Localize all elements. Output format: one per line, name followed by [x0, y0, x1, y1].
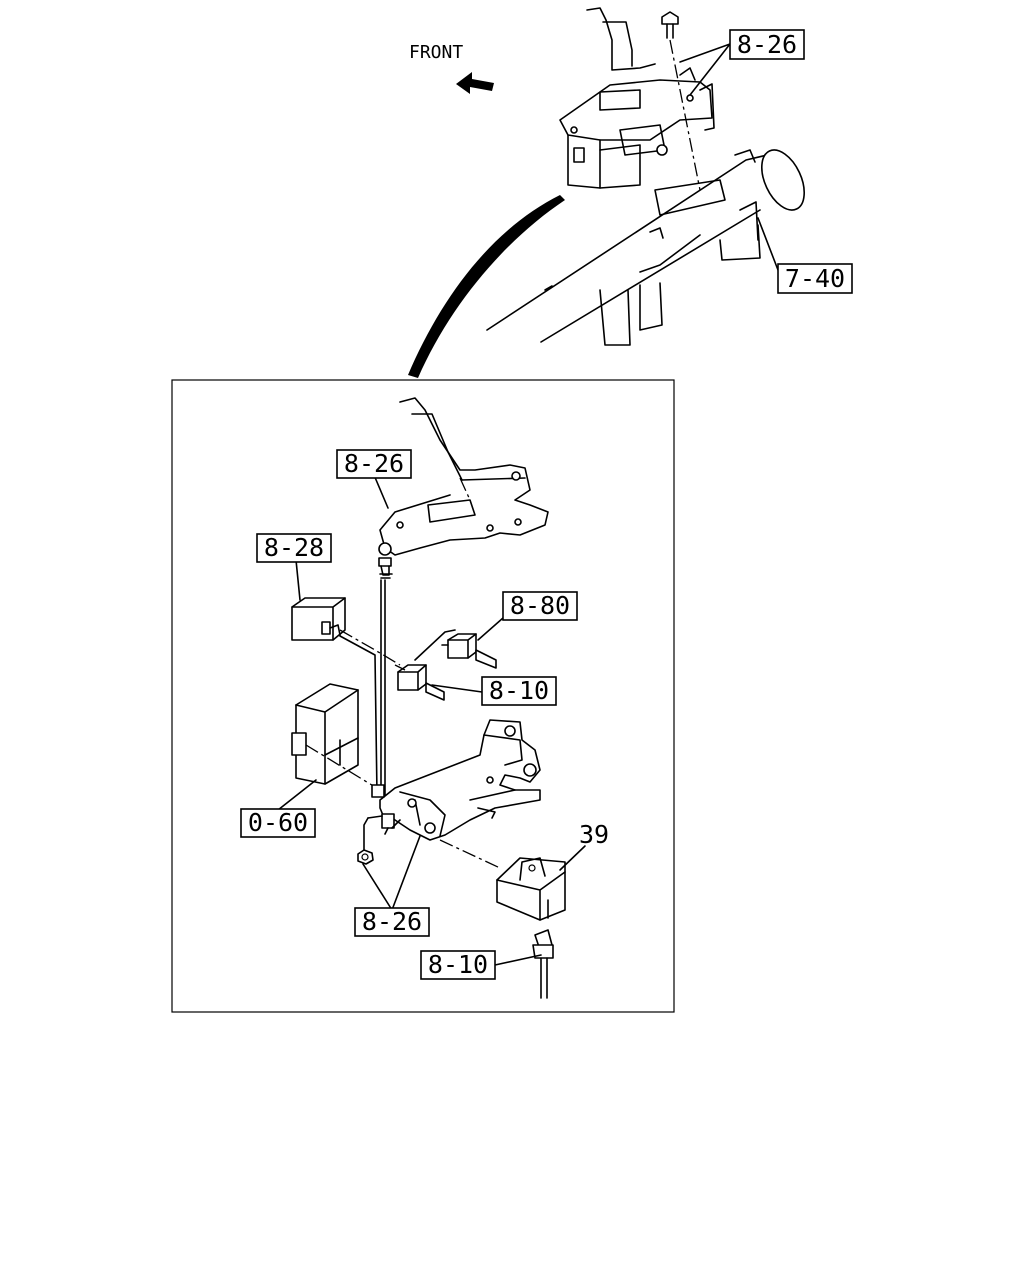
callout-top-bracket-text: 8-26 — [737, 30, 797, 59]
detail-view-frame — [171, 379, 675, 1013]
detail-lower-bracket — [363, 719, 541, 853]
callout-part-39-text: 39 — [579, 820, 609, 849]
callout-relay[interactable]: 8-28 — [256, 533, 332, 563]
front-indicator: FRONT — [409, 42, 494, 94]
callout-control-unit-text: 0-60 — [248, 808, 308, 837]
relay — [291, 597, 401, 666]
switch-mid — [394, 664, 445, 701]
nut — [357, 849, 374, 865]
callout-part-39[interactable]: 39 — [579, 820, 609, 849]
control-unit — [291, 683, 381, 791]
detail-upper-bracket — [378, 397, 549, 556]
callout-cross-member-text: 7-40 — [785, 264, 845, 293]
callout-top-bracket[interactable]: 8-26 — [729, 29, 805, 60]
front-label: FRONT — [409, 42, 463, 63]
top-bracket-assembly — [559, 7, 715, 189]
callout-fasteners-text: 8-26 — [362, 907, 422, 936]
cross-member — [486, 149, 805, 346]
callout-cross-member[interactable]: 7-40 — [777, 263, 853, 294]
callout-switch-mid-text: 8-10 — [489, 676, 549, 705]
detail-view-arrow — [408, 195, 565, 378]
callout-switch-mid[interactable]: 8-10 — [481, 676, 557, 706]
switch-upper — [441, 633, 497, 669]
callout-bracket-detail[interactable]: 8-26 — [336, 449, 412, 479]
screw — [378, 557, 393, 796]
callout-control-unit[interactable]: 0-60 — [240, 808, 316, 838]
part-39-block — [439, 839, 566, 921]
callout-connector-low[interactable]: 8-10 — [420, 950, 496, 980]
callout-bracket-detail-text: 8-26 — [344, 449, 404, 478]
callout-switch-upper-text: 8-80 — [510, 591, 570, 620]
front-arrow-icon — [456, 72, 494, 94]
callout-connector-low-text: 8-10 — [428, 950, 488, 979]
callout-fasteners[interactable]: 8-26 — [354, 907, 430, 937]
callout-switch-upper[interactable]: 8-80 — [502, 591, 578, 621]
top-bolt — [661, 11, 701, 191]
connector-low — [532, 929, 554, 999]
callout-relay-text: 8-28 — [264, 533, 324, 562]
